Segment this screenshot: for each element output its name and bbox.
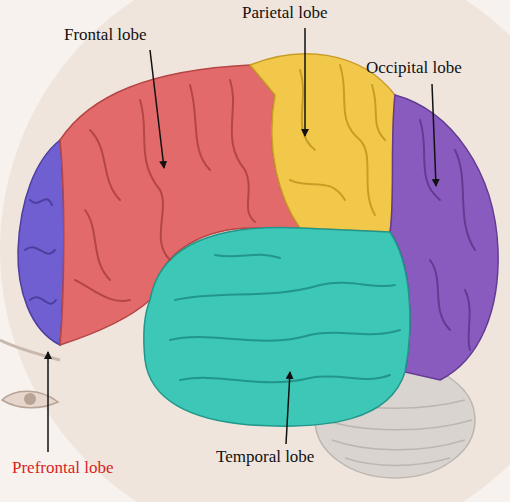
eyebrow	[0, 340, 60, 360]
eye	[2, 391, 58, 408]
lobe-label: Frontal lobe	[62, 25, 149, 45]
lobe-label: Occipital lobe	[364, 58, 464, 78]
pupil	[24, 393, 36, 405]
leader-line	[286, 372, 290, 444]
temporal-region	[144, 228, 410, 427]
leader-line	[150, 50, 164, 168]
prefrontal-region	[18, 140, 64, 345]
gyri	[25, 65, 475, 382]
leader-line	[304, 28, 306, 136]
leader-line	[432, 84, 436, 186]
parietal-region	[250, 54, 395, 232]
leader-line	[47, 352, 49, 452]
lobe-label: Prefrontal lobe	[10, 458, 116, 478]
lobe-label: Parietal lobe	[240, 3, 329, 23]
lobe-label: Temporal lobe	[214, 447, 316, 467]
